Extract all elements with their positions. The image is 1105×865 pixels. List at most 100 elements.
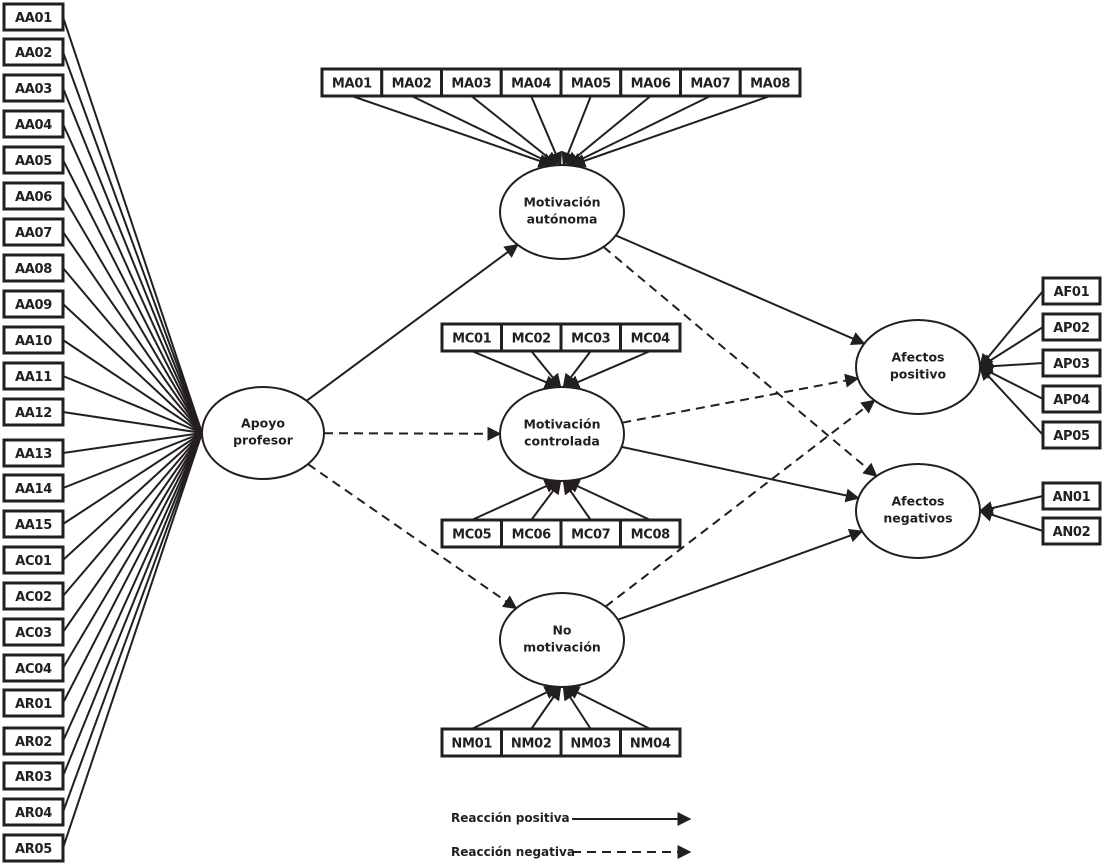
loading-line-an01 bbox=[978, 495, 1044, 515]
indicator-box-aa11: AA11 bbox=[2, 361, 65, 391]
loading-line-nm02 bbox=[530, 685, 562, 730]
indicator-label: AN01 bbox=[1053, 490, 1091, 505]
indicator-label: AA12 bbox=[15, 406, 52, 421]
construct-label: motivación bbox=[523, 640, 601, 655]
loading-line-aa01 bbox=[62, 16, 203, 434]
indicator-rect bbox=[2, 653, 65, 683]
indicator-box-ar01: AR01 bbox=[2, 688, 65, 718]
indicator-rect bbox=[679, 67, 742, 98]
indicator-label: AA03 bbox=[15, 82, 52, 97]
indicator-label: MA08 bbox=[750, 77, 790, 92]
legend: Reacción positiva Reacción negativa bbox=[451, 811, 692, 859]
loading-line-aa15 bbox=[62, 432, 203, 525]
indicator-rect bbox=[2, 2, 65, 32]
indicator-rect bbox=[2, 833, 65, 863]
loading-line-aa02 bbox=[62, 51, 203, 434]
indicator-rect bbox=[2, 181, 65, 211]
indicator-label: MA05 bbox=[571, 77, 611, 92]
indicator-box-an01: AN01 bbox=[1041, 481, 1102, 511]
indicator-box-aa08: AA08 bbox=[2, 253, 65, 283]
loading-line-ap03 bbox=[978, 359, 1044, 374]
indicator-rect bbox=[2, 289, 65, 319]
indicator-rect bbox=[500, 727, 563, 758]
indicator-box-mc04: MC04 bbox=[619, 322, 682, 353]
indicator-rect bbox=[1041, 312, 1102, 342]
legend-positive-label: Reacción positiva bbox=[451, 811, 570, 825]
indicator-label: MC02 bbox=[512, 332, 551, 347]
indicator-box-mc07: MC07 bbox=[559, 518, 622, 549]
indicator-box-ap04: AP04 bbox=[1041, 384, 1102, 414]
indicator-label: AA15 bbox=[15, 518, 52, 533]
construct-label: negativos bbox=[883, 511, 952, 526]
indicator-box-aa13: AA13 bbox=[2, 438, 65, 468]
constructs-layer: ApoyoprofesorMotivaciónautónomaMotivació… bbox=[201, 164, 981, 688]
loading-line-ac04 bbox=[62, 432, 203, 669]
path-nm-to-an bbox=[617, 528, 864, 621]
indicator-box-ac01: AC01 bbox=[2, 545, 65, 575]
indicator-rect bbox=[2, 797, 65, 827]
indicator-rect bbox=[2, 473, 65, 503]
indicator-rect bbox=[559, 727, 622, 758]
loading-line-ar04 bbox=[62, 432, 203, 813]
path-apoyo-to-mc bbox=[323, 426, 502, 441]
indicator-label: AA13 bbox=[15, 447, 52, 462]
construct-label: profesor bbox=[233, 433, 294, 448]
indicator-box-ar02: AR02 bbox=[2, 726, 65, 756]
indicator-label: NM04 bbox=[630, 737, 671, 752]
indicator-box-mc02: MC02 bbox=[500, 322, 563, 353]
indicator-label: AR03 bbox=[15, 770, 52, 785]
loading-line-aa10 bbox=[62, 339, 203, 434]
loading-line-ma05 bbox=[561, 95, 592, 167]
loading-line-ap04 bbox=[978, 366, 1044, 400]
construct-ellipse bbox=[499, 592, 625, 688]
indicator-rect bbox=[1041, 384, 1102, 414]
indicator-box-mc08: MC08 bbox=[619, 518, 682, 549]
indicator-rect bbox=[619, 727, 682, 758]
indicator-label: AC04 bbox=[15, 662, 52, 677]
loading-line-ac01 bbox=[62, 432, 203, 561]
indicator-box-ar04: AR04 bbox=[2, 797, 65, 827]
indicator-label: AF01 bbox=[1054, 285, 1090, 300]
indicator-box-aa02: AA02 bbox=[2, 37, 65, 67]
indicator-box-ma02: MA02 bbox=[380, 67, 443, 98]
loading-line-ac03 bbox=[62, 432, 203, 633]
construct-ellipse bbox=[499, 164, 625, 260]
loading-line-ma08 bbox=[571, 95, 771, 168]
indicator-label: MA01 bbox=[332, 77, 372, 92]
indicator-box-aa03: AA03 bbox=[2, 73, 65, 103]
indicator-rect bbox=[2, 253, 65, 283]
construct-label: autónoma bbox=[527, 212, 598, 227]
construct-label: Apoyo bbox=[241, 416, 285, 431]
indicator-box-ap02: AP02 bbox=[1041, 312, 1102, 342]
indicator-rect bbox=[2, 397, 65, 427]
indicator-box-aa01: AA01 bbox=[2, 2, 65, 32]
construct-ellipse bbox=[855, 463, 981, 559]
loading-line-mc08 bbox=[565, 479, 651, 521]
loading-line-nm01 bbox=[471, 686, 559, 730]
indicator-rect bbox=[2, 361, 65, 391]
loading-line-aa05 bbox=[62, 159, 203, 434]
indicator-rect bbox=[738, 67, 802, 98]
construct-label: controlada bbox=[524, 434, 600, 449]
indicator-rect bbox=[500, 322, 563, 353]
path-mc-to-an bbox=[621, 445, 860, 503]
indicator-box-mc05: MC05 bbox=[440, 518, 503, 549]
loading-line-ar03 bbox=[62, 432, 203, 777]
construct-ellipse bbox=[201, 386, 325, 480]
indicator-label: AR02 bbox=[15, 735, 52, 750]
indicator-rect bbox=[2, 109, 65, 139]
indicator-label: MA03 bbox=[451, 77, 491, 92]
indicator-box-aa07: AA07 bbox=[2, 217, 65, 247]
indicator-rect bbox=[2, 761, 65, 791]
indicator-label: AP02 bbox=[1053, 321, 1089, 336]
indicator-box-aa12: AA12 bbox=[2, 397, 65, 427]
construct-apoyo: Apoyo profesor bbox=[201, 386, 325, 480]
indicator-rect bbox=[2, 688, 65, 718]
loading-line-aa03 bbox=[62, 87, 203, 434]
indicator-label: AP05 bbox=[1053, 429, 1090, 444]
indicator-label: NM02 bbox=[511, 737, 552, 752]
